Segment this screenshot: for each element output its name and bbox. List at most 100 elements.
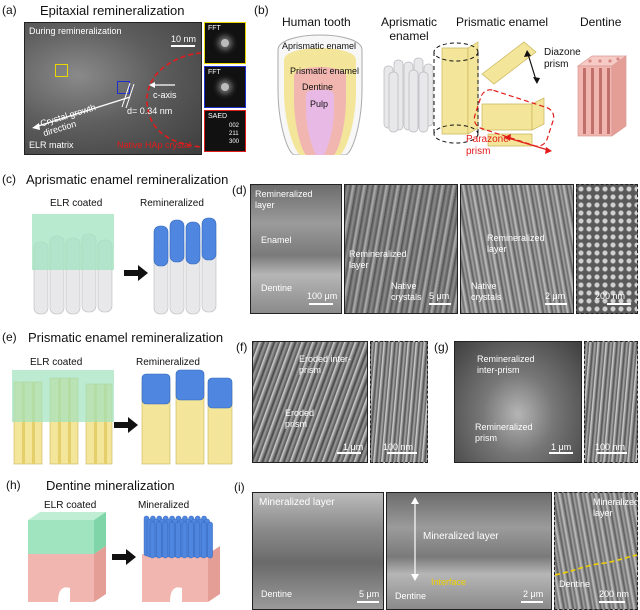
panel-i-label: (i): [234, 480, 245, 494]
sem-eroded-prism: Eroded inter-prism Eroded prism 1 μm: [252, 341, 368, 463]
d4-scale-bar: [607, 303, 631, 305]
mineralized-tubule: [162, 521, 169, 559]
aprismatic-crystals: [383, 57, 434, 133]
elr-coating: [32, 214, 114, 270]
i3-scale-label: 200 nm: [599, 589, 630, 599]
sem-aprismatic-detail: Remineralized layer Native crystals 2 μm: [460, 184, 574, 314]
panel-c-diagram: [32, 214, 217, 315]
d-spacing-label: d= 0.34 nm: [127, 106, 173, 116]
fft-blue-label: FFT: [208, 69, 221, 76]
d1-dentine-label: Dentine: [261, 283, 293, 293]
f2-scale-bar: [387, 452, 417, 454]
elr-coating-e: [12, 370, 114, 422]
c-axis-arrowhead: [149, 82, 155, 88]
g2-scale-label: 100 nm: [595, 442, 626, 452]
panel-c-remin-label: Remineralized: [140, 198, 204, 209]
diazone-arrow: [527, 53, 537, 81]
elr-matrix-label: ELR matrix: [29, 140, 74, 150]
eroded-inter-label: Eroded inter-prism: [299, 354, 352, 375]
sem-mineralized-cross: Mineralized layer Interface Dentine 2 μm: [386, 492, 552, 610]
sem-mineralized-zoom: Mineralized layer Dentine 200 nm: [554, 492, 638, 610]
tem-scale-bar: [171, 45, 195, 47]
mineralized-tubule: [156, 521, 162, 559]
d1-scale-label: 100 μm: [307, 291, 338, 301]
tem-scale-label: 10 nm: [171, 34, 197, 44]
saed-inset: SAED 002 211 300: [204, 110, 246, 152]
d3-native-label: Native crystals: [471, 281, 502, 302]
mineralized-tubule: [188, 521, 194, 559]
panel-a-title: Epitaxial remineralization: [40, 3, 185, 18]
growth-arrowhead: [32, 123, 40, 130]
sem-aprismatic-cross: Remineralized layer Native crystals 5 μm: [344, 184, 458, 314]
panel-d-label: (d): [232, 183, 247, 197]
panel-c-label: (c): [2, 172, 16, 186]
panel-g-label: (g): [434, 340, 449, 354]
i1-layer-label: Mineralized layer: [259, 497, 335, 508]
tooth-dentine-label: Dentine: [302, 82, 334, 92]
i1-dentine-label: Dentine: [261, 589, 293, 599]
tem-overlay: [32, 52, 201, 148]
d1-scale-bar: [309, 303, 333, 305]
sem-remin-prism: Remineralized inter-prism Remineralized …: [454, 341, 582, 463]
remin-prism-label: Remineralized prism: [475, 422, 533, 443]
fft-inset-blue: FFT: [204, 66, 246, 108]
fft-region-yellow: [55, 64, 68, 77]
panel-e-diagram: [12, 369, 233, 465]
sem-aprismatic-overview: Remineralized layer Enamel Dentine 100 μ…: [250, 184, 342, 314]
i3-dentine-label: Dentine: [559, 579, 591, 589]
growth-arrow: [34, 96, 131, 128]
native-crystal-boundary: [146, 52, 201, 148]
saed-label: SAED: [208, 113, 228, 120]
panel-c-title: Aprismatic enamel remineralization: [26, 172, 229, 187]
i3-layer-label: Mineralized layer: [593, 497, 638, 518]
d1-enamel-label: Enamel: [261, 235, 292, 245]
sem-aprismatic-zoom: 200 nm: [576, 184, 638, 314]
g1-scale-bar: [549, 452, 573, 454]
mineralized-tubule: [200, 521, 207, 559]
parazone-label: Parazone prism: [466, 134, 509, 157]
tem-during-label: During remineralization: [29, 26, 122, 36]
panel-c-elr-label: ELR coated: [50, 198, 103, 209]
sem-mineralized-overview: Mineralized layer Dentine 5 μm: [252, 492, 384, 610]
i2-scale-label: 2 μm: [523, 589, 544, 599]
parazone-arrow: [507, 137, 549, 151]
mineralized-tubule: [175, 521, 181, 559]
saed-211: 211: [229, 131, 239, 137]
d2-scale-label: 5 μm: [429, 291, 450, 301]
panel-e-label: (e): [2, 330, 17, 344]
panel-h-mineralized-label: Mineralized: [138, 500, 190, 511]
i3-scale-bar: [599, 601, 625, 603]
panel-e-title: Prismatic enamel remineralization: [28, 330, 224, 345]
tooth-pulp-label: Pulp: [310, 99, 329, 109]
dentine-title: Dentine: [580, 15, 622, 29]
panel-h-elr-label: ELR coated: [44, 500, 97, 511]
d3-scale-bar: [545, 303, 567, 305]
aprismatic-title: Aprismatic enamel: [380, 15, 437, 43]
d3-scale-label: 2 μm: [545, 291, 566, 301]
mineralized-tubule: [149, 521, 156, 559]
g1-scale-label: 1 μm: [551, 442, 572, 452]
d2-scale-bar: [429, 303, 451, 305]
panel-h-arrow: [112, 549, 136, 565]
diazone-label: Diazone prism: [544, 47, 581, 70]
fft-inset-yellow: FFT: [204, 22, 246, 64]
i2-interface-label: Interface: [431, 577, 467, 587]
panel-e-elr-label: ELR coated: [30, 357, 83, 368]
f1-scale-label: 1 μm: [343, 442, 364, 452]
human-tooth-title: Human tooth: [282, 15, 351, 29]
d1-remin-label: Remineralized layer: [255, 189, 313, 210]
panel-h-title: Dentine mineralization: [46, 478, 175, 493]
panel-a-label: (a): [2, 3, 17, 17]
sem-remin-zoom: 100 nm: [584, 341, 638, 463]
d2-remin-label: Remineralized layer: [349, 249, 407, 270]
prismatic-title: Prismatic enamel: [456, 15, 549, 29]
aprismatic-remineralized: [153, 217, 217, 315]
tooth-pulp: [306, 89, 334, 155]
parazone-outline: [473, 89, 555, 147]
i2-dentine-label: Dentine: [395, 591, 427, 601]
tooth-aprismatic-label: Aprismatic enamel: [282, 41, 357, 51]
i1-scale-bar: [357, 601, 379, 603]
saed-002: 002: [229, 123, 240, 129]
panel-f-label: (f): [236, 340, 248, 354]
interface-line: [555, 554, 637, 576]
